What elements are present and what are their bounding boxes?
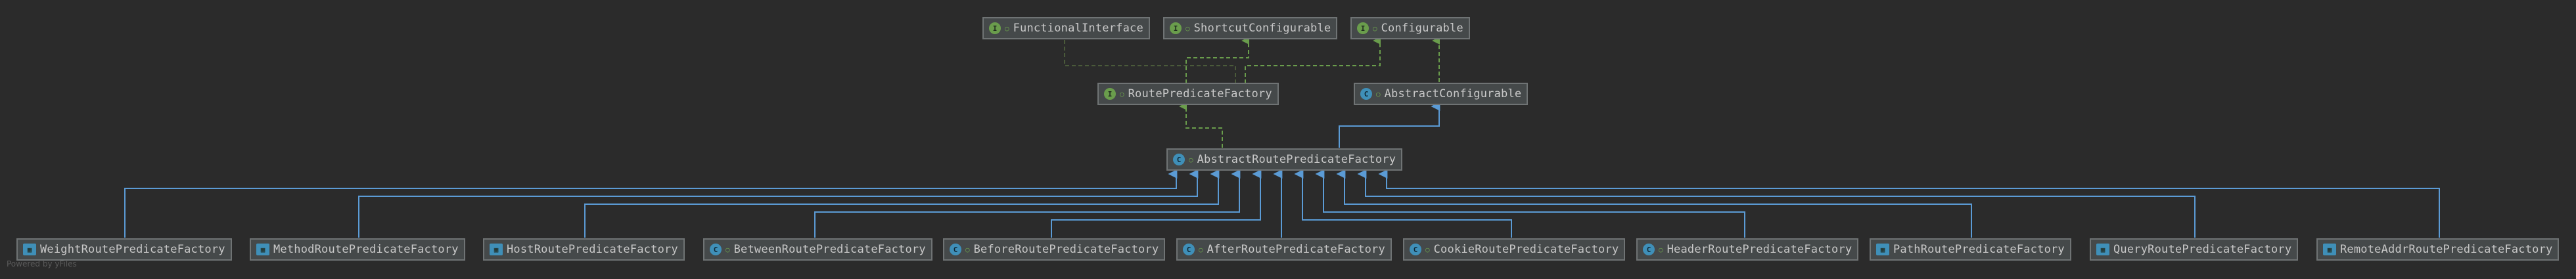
interface-icon: I [989,22,1001,34]
node-remoteaddr-route-predicate-factory[interactable]: ▦ RemoteAddrRoutePredicateFactory [2316,238,2560,261]
class-icon: C [710,244,722,255]
node-label: HeaderRoutePredicateFactory [1667,243,1852,256]
node-label: HostRoutePredicateFactory [507,243,678,256]
node-abstract-route-predicate-factory[interactable]: C ○ AbstractRoutePredicateFactory [1166,148,1403,171]
public-visibility-icon: ○ [1373,24,1377,33]
edge-weight [124,169,1178,238]
node-label: CookieRoutePredicateFactory [1433,243,1619,256]
node-host-route-predicate-factory[interactable]: ▦ HostRoutePredicateFactory [483,238,685,261]
node-label: PathRoutePredicateFactory [1893,243,2065,256]
node-abstract-configurable[interactable]: C ○ AbstractConfigurable [1354,83,1529,105]
public-visibility-icon: ○ [1199,245,1203,254]
node-label: WeightRoutePredicateFactory [40,243,225,256]
node-label: BetweenRoutePredicateFactory [733,243,926,256]
node-label: MethodRoutePredicateFactory [273,243,459,256]
abstract-class-icon: C [1173,154,1185,165]
edge-rpf-configurable [1245,37,1381,83]
interface-icon: I [1170,22,1182,34]
public-visibility-icon: ○ [1120,89,1124,98]
class-leaf-icon: ▦ [1876,244,1889,255]
node-label: ShortcutConfigurable [1193,22,1331,35]
extends-edges [124,102,2440,238]
class-leaf-icon: ▦ [490,244,503,255]
class-leaf-icon: ▦ [2096,244,2109,255]
node-label: RemoteAddrRoutePredicateFactory [2340,243,2553,256]
public-visibility-icon: ○ [1425,245,1430,254]
public-visibility-icon: ○ [1185,24,1190,33]
implements-edges [1064,37,1440,148]
node-label: Configurable [1381,22,1463,35]
node-before-route-predicate-factory[interactable]: C ○ BeforeRoutePredicateFactory [943,238,1166,261]
node-weight-route-predicate-factory[interactable]: ▦ WeightRoutePredicateFactory [16,238,232,261]
class-leaf-icon: ▦ [2323,244,2336,255]
edge-rpf-shortcut-configurable [1185,37,1250,83]
class-icon: C [950,244,961,255]
abstract-class-icon: C [1360,88,1372,100]
node-label: RoutePredicateFactory [1128,87,1272,100]
class-leaf-icon: ▦ [256,244,269,255]
public-visibility-icon: ○ [1659,245,1663,254]
node-query-route-predicate-factory[interactable]: ▦ QueryRoutePredicateFactory [2090,238,2299,261]
node-after-route-predicate-factory[interactable]: C ○ AfterRoutePredicateFactory [1176,238,1392,261]
watermark: Powered by yFiles [7,259,77,268]
class-leaf-icon: ▦ [23,244,36,255]
class-icon: C [1183,244,1195,255]
edge-remoteaddr [1378,169,2440,238]
edge-method [358,169,1199,238]
public-visibility-icon: ○ [1189,155,1193,164]
public-visibility-icon: ○ [1376,89,1381,98]
node-configurable[interactable]: I ○ Configurable [1350,17,1470,39]
class-icon: C [1410,244,1421,255]
interface-icon: I [1104,88,1116,100]
node-label: QueryRoutePredicateFactory [2113,243,2292,256]
public-visibility-icon: ○ [1005,24,1009,33]
node-shortcut-configurable[interactable]: I ○ ShortcutConfigurable [1163,17,1338,39]
node-label: AbstractConfigurable [1384,87,1522,100]
node-cookie-route-predicate-factory[interactable]: C ○ CookieRoutePredicateFactory [1403,238,1626,261]
edge-before [1051,169,1262,238]
edge-rpf-functional-interface [1064,39,1236,83]
interface-icon: I [1357,22,1369,34]
edge-cookie [1294,169,1512,238]
edge-arpf-abstract-configurable [1339,102,1440,148]
node-method-route-predicate-factory[interactable]: ▦ MethodRoutePredicateFactory [250,238,465,261]
class-icon: C [1643,244,1655,255]
public-visibility-icon: ○ [965,245,970,254]
edge-host [584,169,1220,238]
node-label: BeforeRoutePredicateFactory [973,243,1159,256]
public-visibility-icon: ○ [725,245,730,254]
edge-arpf-rpf [1179,102,1223,148]
node-label: AfterRoutePredicateFactory [1207,243,1385,256]
node-route-predicate-factory[interactable]: I ○ RoutePredicateFactory [1097,83,1279,105]
edge-path [1336,169,1972,238]
edge-query [1357,169,2196,238]
node-header-route-predicate-factory[interactable]: C ○ HeaderRoutePredicateFactory [1636,238,1859,261]
node-label: FunctionalInterface [1013,22,1143,35]
edge-between [814,169,1241,238]
node-functional-interface[interactable]: I ○ FunctionalInterface [982,17,1150,39]
node-label: AbstractRoutePredicateFactory [1197,153,1396,166]
node-between-route-predicate-factory[interactable]: C ○ BetweenRoutePredicateFactory [703,238,932,261]
edge-header [1315,169,1745,238]
node-path-route-predicate-factory[interactable]: ▦ PathRoutePredicateFactory [1870,238,2071,261]
